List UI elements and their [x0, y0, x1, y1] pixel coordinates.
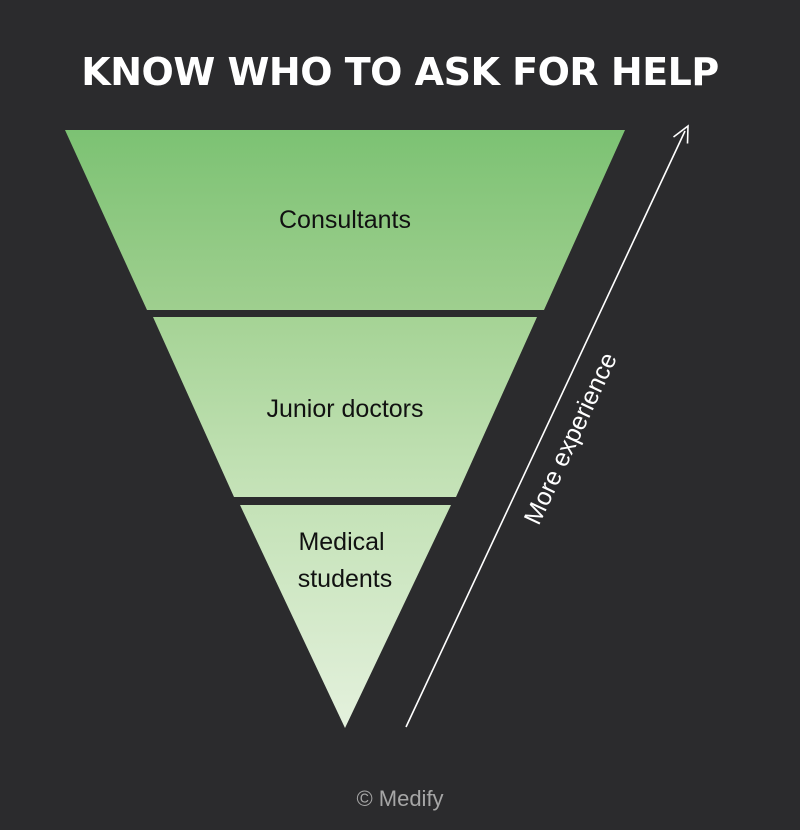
- tier-label-consultants: Consultants: [279, 206, 411, 234]
- pyramid-tiers: [65, 130, 625, 728]
- tier-label-medical-students: Medical students: [298, 528, 393, 593]
- tier-medical-students: [240, 505, 451, 728]
- arrow-up-right-icon: [405, 124, 689, 728]
- tier-label-junior-doctors: Junior doctors: [266, 395, 423, 423]
- tier-junior-doctors: [153, 317, 537, 497]
- copyright-notice: © Medify: [356, 786, 444, 811]
- tier-consultants: [65, 130, 625, 310]
- diagram-title: KNOW WHO TO ASK FOR HELP: [81, 50, 719, 94]
